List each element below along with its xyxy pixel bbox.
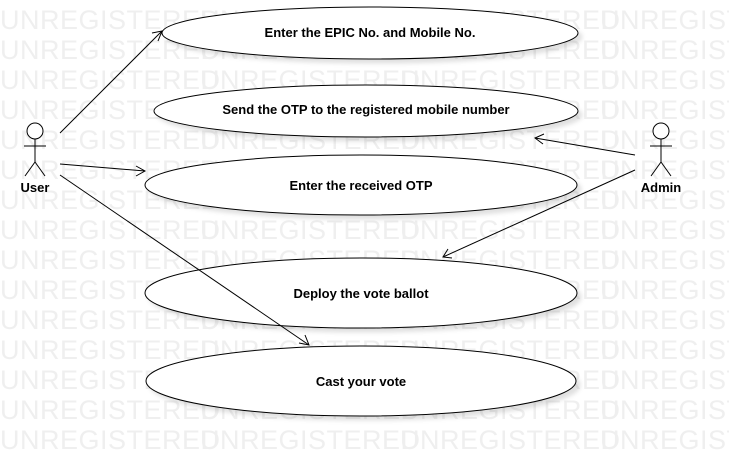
- arrowhead: [151, 30, 163, 42]
- watermark-text: UNREGISTERED: [400, 425, 621, 455]
- actor-admin[interactable]: [650, 122, 672, 177]
- use-case-shape[interactable]: [153, 84, 579, 138]
- watermark-text: UNREGISTERED: [600, 275, 729, 305]
- association-user-enter-otp[interactable]: [59, 163, 146, 172]
- use-case-enter-epic[interactable]: Enter the EPIC No. and Mobile No.: [161, 6, 579, 60]
- watermark-text: UNREGISTERED: [600, 365, 729, 395]
- watermark-text: UNREGISTERED: [600, 65, 729, 95]
- watermark-text: UNREGISTERED: [600, 215, 729, 245]
- watermark-text: UNREGISTERED: [600, 5, 729, 35]
- use-case-label: Deploy the vote ballot: [293, 286, 429, 301]
- watermark-text: UNREGISTERED: [0, 245, 221, 275]
- watermark-text: UNREGISTERED: [600, 395, 729, 425]
- actor-admin-label: Admin: [641, 180, 682, 195]
- use-case-enter-received-otp[interactable]: Enter the received OTP: [144, 154, 578, 216]
- actor-leg: [660, 161, 672, 177]
- watermark-text: UNREGISTERED: [600, 335, 729, 365]
- association-admin-send-otp[interactable]: [534, 137, 636, 156]
- association-user-cast-vote[interactable]: [59, 174, 310, 346]
- arrowhead: [534, 133, 545, 145]
- watermark-text: UNREGISTERED: [600, 245, 729, 275]
- association-admin-deploy-ballot[interactable]: [442, 169, 636, 258]
- watermark-text: UNREGISTERED: [600, 425, 729, 455]
- actor-leg: [24, 161, 36, 177]
- association-user-enter-epic[interactable]: [59, 30, 163, 134]
- arrowhead: [298, 334, 310, 346]
- actor-user-label: User: [21, 180, 50, 195]
- use-case-send-otp[interactable]: Send the OTP to the registered mobile nu…: [153, 84, 579, 138]
- watermark-text: UNREGISTERED: [600, 35, 729, 65]
- watermark-text: UNREGISTERED: [0, 335, 221, 365]
- watermark-text: UNREGISTERED: [200, 425, 421, 455]
- use-case-shape[interactable]: [145, 345, 577, 417]
- watermark-text: UNREGISTERED: [0, 425, 221, 455]
- use-case-label: Enter the received OTP: [289, 178, 432, 193]
- actor-head-icon: [26, 122, 44, 140]
- watermark-text: UNREGISTERED: [600, 185, 729, 215]
- watermark-text: UNREGISTERED: [200, 215, 421, 245]
- use-case-label: Send the OTP to the registered mobile nu…: [222, 102, 509, 117]
- watermark-text: UNREGISTERED: [600, 155, 729, 185]
- actor-leg: [650, 161, 662, 177]
- watermark-text: UNREGISTERED: [600, 95, 729, 125]
- use-case-shape[interactable]: [144, 154, 578, 216]
- arrowhead: [442, 248, 453, 259]
- use-case-label: Enter the EPIC No. and Mobile No.: [265, 25, 476, 40]
- watermark-text: UNREGISTERED: [400, 215, 621, 245]
- use-case-shape[interactable]: [161, 6, 579, 60]
- watermark-text: UNREGISTERED: [0, 65, 221, 95]
- use-case-deploy-ballot[interactable]: Deploy the vote ballot: [144, 257, 578, 329]
- use-case-cast-vote[interactable]: Cast your vote: [145, 345, 577, 417]
- actor-head-icon: [652, 122, 670, 140]
- actor-user[interactable]: [24, 122, 46, 177]
- watermark-text: UNREGISTERED: [600, 305, 729, 335]
- watermark-text: UNREGISTERED: [0, 215, 221, 245]
- actor-leg: [34, 161, 46, 177]
- use-case-shape[interactable]: [144, 257, 578, 329]
- arrowhead: [135, 165, 147, 177]
- associations: [59, 30, 636, 346]
- use-case-label: Cast your vote: [316, 374, 406, 389]
